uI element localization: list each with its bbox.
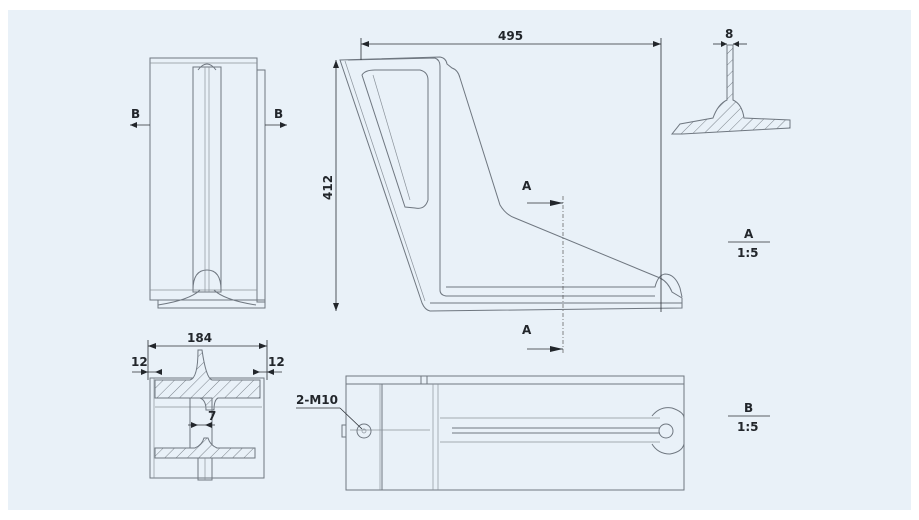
section-a-detail: 8	[670, 27, 791, 135]
section-b-view: 184 12 12 7	[131, 331, 285, 481]
section-b-caption: B 1:5	[728, 401, 770, 434]
dimension-8: 8	[725, 27, 733, 41]
section-a-name: A	[744, 227, 754, 241]
technical-drawing: B B 495 412 A A	[130, 27, 791, 491]
dimension-184: 184	[187, 331, 212, 345]
dimension-412: 412	[321, 175, 335, 200]
section-b-name: B	[744, 401, 753, 415]
plan-view: 2-M10	[296, 375, 685, 491]
section-a-scale: 1:5	[737, 246, 759, 260]
dimension-7: 7	[208, 409, 216, 423]
thread-callout: 2-M10	[296, 393, 338, 407]
section-b-label-right: B	[274, 107, 283, 121]
dimension-12-right: 12	[268, 355, 285, 369]
side-view: 495 412 A A	[321, 29, 683, 355]
dimension-495: 495	[498, 29, 523, 43]
section-a-label-top: A	[522, 179, 532, 193]
section-b-label-left: B	[131, 107, 140, 121]
section-a-label-bottom: A	[522, 323, 532, 337]
front-view: B B	[130, 57, 287, 309]
section-b-scale: 1:5	[737, 420, 759, 434]
dimension-12-left: 12	[131, 355, 148, 369]
drawing-sheet: B B 495 412 A A	[8, 10, 911, 510]
section-a-caption: A 1:5	[728, 227, 770, 260]
